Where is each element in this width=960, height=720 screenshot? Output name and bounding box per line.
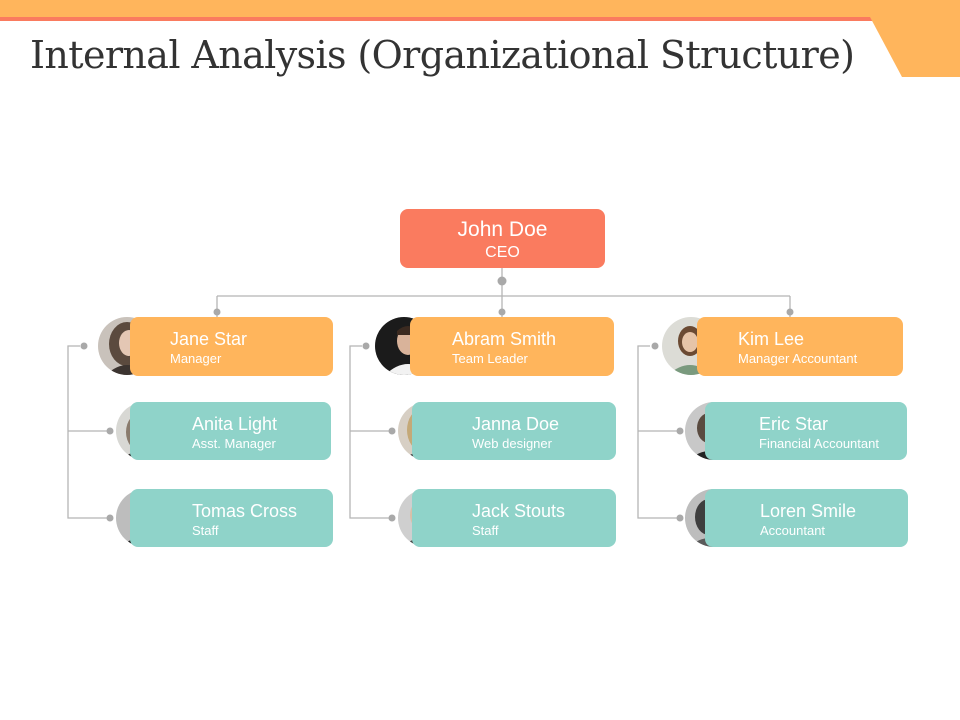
org-card-anita-light: Anita Light Asst. Manager (130, 402, 331, 460)
member-role: Asst. Manager (192, 436, 276, 451)
member-name: Tomas Cross (192, 501, 298, 521)
org-card-abram-smith: Abram Smith Team Leader (410, 317, 614, 376)
member-name: Janna Doe (472, 414, 560, 434)
member-role: Manager Accountant (738, 351, 858, 366)
member-name: Loren Smile (760, 501, 857, 521)
member-role: Web designer (472, 436, 552, 451)
member-role: Financial Accountant (759, 436, 879, 451)
org-card-kim-lee: Kim Lee Manager Accountant (697, 317, 903, 376)
ceo-card: John Doe CEO (400, 209, 605, 268)
org-card-eric-star: Eric Star Financial Accountant (705, 402, 907, 460)
group-bracket-1 (67, 345, 110, 519)
connector-dot (497, 276, 507, 286)
connector-dot (106, 427, 114, 435)
member-name: Jack Stouts (472, 501, 566, 521)
connector-dot (676, 427, 684, 435)
header-bar (0, 0, 960, 21)
member-role: Team Leader (452, 351, 528, 366)
member-role: Accountant (760, 523, 826, 538)
member-name: Anita Light (192, 414, 278, 434)
header-bar-red (0, 17, 880, 21)
connector-dot (498, 308, 506, 316)
org-card-jane-star: Jane Star Manager (130, 317, 333, 376)
org-card-loren-smile: Loren Smile Accountant (705, 489, 908, 547)
member-name: Kim Lee (738, 329, 805, 349)
connector-dot (388, 514, 396, 522)
connector-dot (80, 342, 88, 350)
connector-dot (106, 514, 114, 522)
group-bracket-2 (349, 345, 392, 519)
org-card-jack-stouts: Jack Stouts Staff (412, 489, 616, 547)
page-title: Internal Analysis (Organizational Struct… (30, 33, 855, 77)
connector-dot (213, 308, 221, 316)
member-name: Abram Smith (452, 329, 557, 349)
member-name: Eric Star (759, 414, 829, 434)
member-name: Jane Star (170, 329, 248, 349)
member-role: Staff (192, 523, 219, 538)
corner-flag-polygon (870, 17, 960, 77)
member-role: Staff (472, 523, 499, 538)
group-bracket-3 (637, 345, 680, 519)
ceo-name: John Doe (457, 218, 548, 241)
corner-flag-shape (870, 17, 960, 77)
org-card-tomas-cross: Tomas Cross Staff (130, 489, 333, 547)
ceo-role: CEO (485, 244, 520, 261)
connector-dot (786, 308, 794, 316)
member-role: Manager (170, 351, 222, 366)
connector-dot (388, 427, 396, 435)
connector-dot (676, 514, 684, 522)
org-card-janna-doe: Janna Doe Web designer (412, 402, 616, 460)
header-bar-orange (0, 0, 960, 17)
connector-dot (362, 342, 370, 350)
connector-dot (651, 342, 659, 350)
